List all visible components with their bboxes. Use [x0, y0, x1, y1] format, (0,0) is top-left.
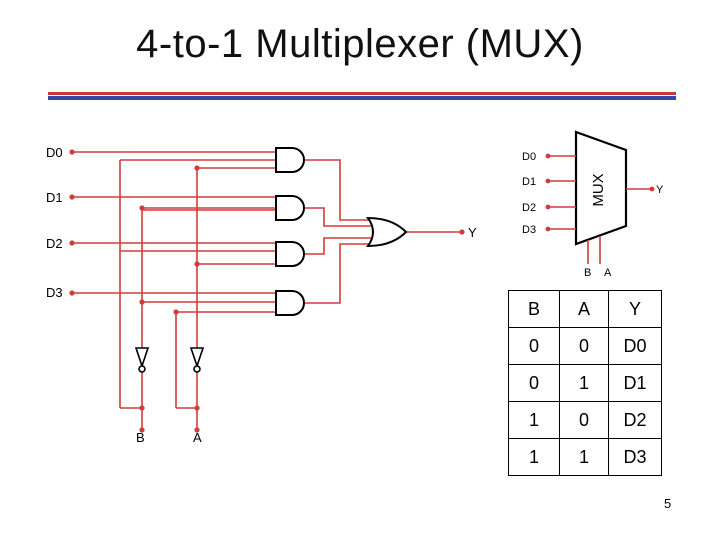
inverter-a [189, 347, 205, 369]
or-gate [366, 216, 408, 248]
mux-input-label-d2: D2 [522, 202, 536, 214]
and-gate-2 [275, 241, 305, 267]
truth-table-cell: 0 [559, 401, 609, 439]
truth-table-row: 0 1 D1 [508, 364, 662, 402]
truth-table-header-row: B A Y [508, 290, 662, 328]
mux-select-label-b: B [584, 267, 591, 279]
input-label-d3: D3 [46, 285, 63, 300]
circuit-wires [72, 151, 462, 430]
output-label-y: Y [468, 225, 477, 240]
truth-table-row: 1 0 D2 [508, 401, 662, 439]
truth-table-cell: 0 [508, 327, 560, 365]
truth-table-header-b: B [508, 290, 560, 328]
truth-table-cell: D3 [608, 438, 662, 476]
mux-block-label: MUX [590, 173, 607, 206]
mux-output-label: Y [656, 184, 664, 196]
truth-table-cell: 1 [559, 438, 609, 476]
and-gate-0 [275, 147, 305, 173]
and-gates [275, 147, 305, 316]
page-number: 5 [664, 496, 672, 511]
truth-table-cell: D2 [608, 401, 662, 439]
truth-table-cell: 0 [508, 364, 560, 402]
truth-table-header-a: A [559, 290, 609, 328]
inverters [134, 347, 205, 373]
input-label-d0: D0 [46, 145, 63, 160]
truth-table-cell: 1 [508, 438, 560, 476]
truth-table-cell: 0 [559, 327, 609, 365]
truth-table-row: 1 1 D3 [508, 438, 662, 476]
select-label-a: A [193, 430, 202, 445]
truth-table-cell: 1 [559, 364, 609, 402]
truth-table-row: 0 0 D0 [508, 327, 662, 365]
mux-input-label-d3: D3 [522, 224, 536, 236]
and-gate-3 [275, 290, 305, 316]
truth-table-cell: 1 [508, 401, 560, 439]
truth-table-cell: D0 [608, 327, 662, 365]
title-underline-red [48, 92, 676, 95]
select-label-b: B [136, 430, 145, 445]
and-gate-1 [275, 195, 305, 221]
input-label-d1: D1 [46, 190, 63, 205]
wire-junction-dots [69, 149, 465, 433]
truth-table-cell: D1 [608, 364, 662, 402]
mux-input-label-d0: D0 [522, 151, 536, 163]
truth-table-header-y: Y [608, 290, 662, 328]
title-underline-blue [48, 96, 676, 100]
inverter-b [134, 347, 150, 369]
slide-title: 4-to-1 Multiplexer (MUX) [136, 22, 584, 66]
truth-table: B A Y 0 0 D0 0 1 D1 1 0 D2 1 1 D3 [508, 290, 662, 476]
mux-select-label-a: A [604, 267, 612, 279]
mux-block-symbol: D0 D1 D2 D3 Y B A MUX [522, 130, 664, 279]
input-label-d2: D2 [46, 236, 63, 251]
mux-input-label-d1: D1 [522, 176, 536, 188]
